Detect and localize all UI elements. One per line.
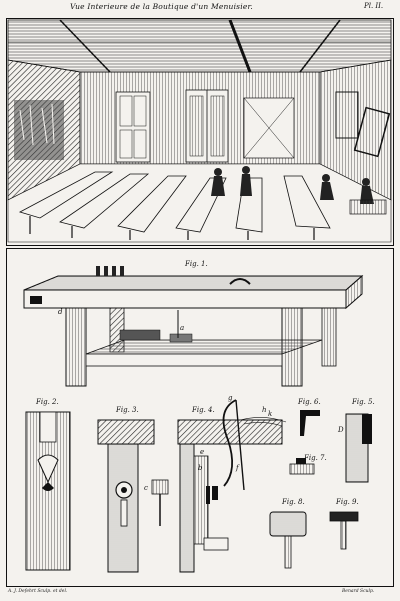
- fig5-label: Fig. 5.: [351, 398, 375, 406]
- fig8-label: Fig. 8.: [281, 498, 305, 506]
- fig5-letter-D: D: [337, 426, 344, 434]
- fig3-label: Fig. 3.: [115, 406, 139, 414]
- fig3-tool: Fig. 3. c: [97, 406, 169, 573]
- fig1-workbench: Fig. 1. d a: [23, 260, 364, 387]
- fig1-letter-d: d: [58, 308, 63, 316]
- fig4-tool: Fig. 4. g h k f e b: [177, 394, 287, 573]
- fig9-label: Fig. 9.: [335, 498, 359, 506]
- engraver-signature-right: Benard Sculp.: [342, 589, 375, 594]
- fig4-letter-g: g: [228, 394, 233, 402]
- fig6-label: Fig. 6.: [297, 398, 321, 406]
- engraver-signature-left: A. J. Defehrt Sculp. et del.: [8, 589, 68, 594]
- fig2-label: Fig. 2.: [35, 398, 59, 406]
- fig4-label: Fig. 4.: [191, 406, 215, 414]
- fig2-tool: Fig. 2.: [25, 398, 71, 571]
- plate-title: Vue Interieure de la Boutique d'un Menui…: [70, 2, 254, 11]
- workshop-view-frame: [6, 18, 394, 246]
- fig4-letter-f: f: [235, 464, 240, 472]
- fig3-letter-c: c: [144, 484, 148, 492]
- fig4-letter-k: k: [268, 410, 272, 418]
- fig1-letter-a: a: [180, 324, 184, 332]
- fig7-label: Fig. 7.: [303, 454, 327, 462]
- fig4-letter-e: e: [200, 448, 204, 456]
- plate-number: Pl. II.: [364, 2, 384, 10]
- fig1-label: Fig. 1.: [184, 260, 208, 268]
- workshop-interior: [7, 19, 392, 243]
- fig9-tool: Fig. 9.: [329, 498, 359, 550]
- fig4-letter-b: b: [198, 464, 203, 472]
- fig5-tool: Fig. 5. D: [337, 398, 375, 483]
- fig4-letter-h: h: [262, 406, 267, 414]
- tools-frame: [6, 248, 394, 587]
- fig7-tool: Fig. 7.: [289, 454, 327, 475]
- fig8-tool: Fig. 8.: [269, 498, 307, 569]
- fig6-tool: Fig. 6.: [297, 398, 321, 436]
